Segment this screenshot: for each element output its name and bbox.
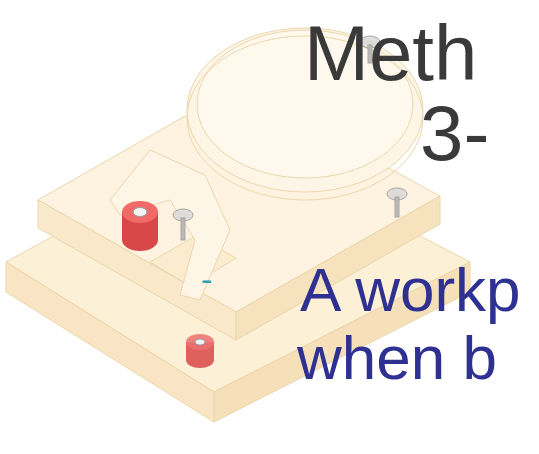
slide-title: 3- xyxy=(420,94,489,172)
locating-pin-top xyxy=(186,334,214,350)
screw-shank xyxy=(181,218,185,240)
screw-shank xyxy=(395,197,399,217)
clamp-arm xyxy=(110,150,230,300)
pin-screw xyxy=(195,339,205,345)
bullet-text: A workp xyxy=(300,259,521,321)
slide-title: Meth xyxy=(304,14,477,92)
bullet-text: when b xyxy=(297,327,497,389)
pin-screw xyxy=(133,208,147,217)
locating-pin-top xyxy=(122,201,158,223)
bullet-mark: - xyxy=(201,262,212,296)
